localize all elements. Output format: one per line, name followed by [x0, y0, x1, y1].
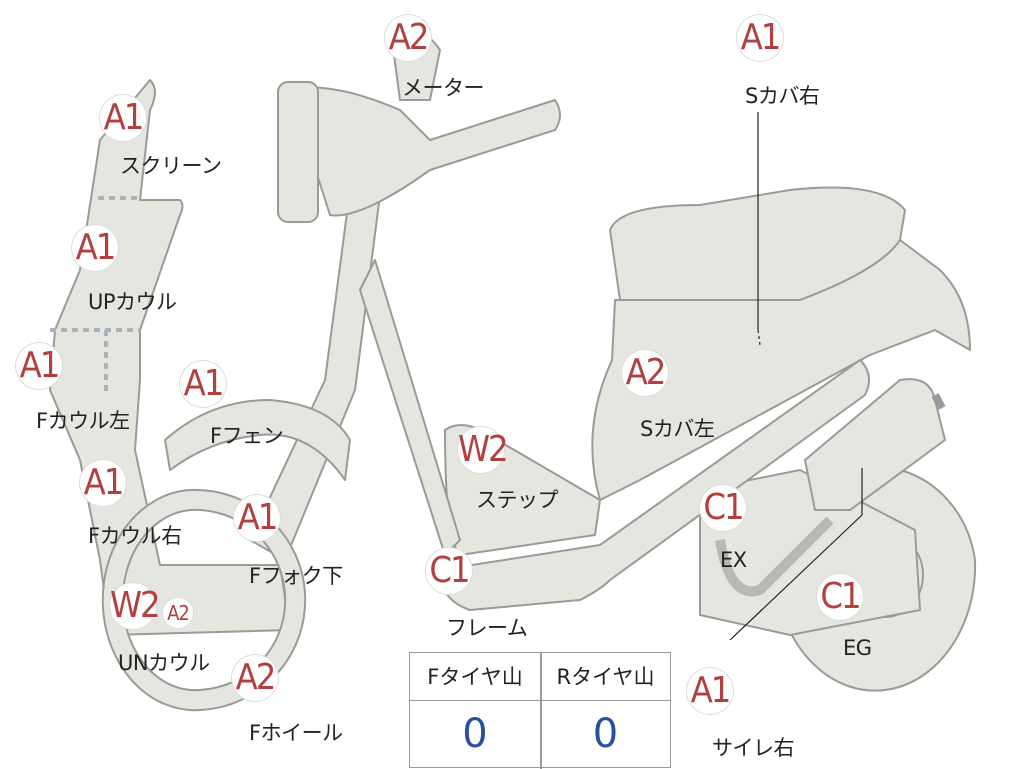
- front-tire-value: 0: [462, 711, 488, 757]
- scover-left-label: Sカバ左: [640, 417, 715, 441]
- ex-grade-badge: C1: [700, 485, 746, 531]
- ffork-label: Fフォク下: [249, 564, 343, 588]
- scover-right-grade-badge: A1: [737, 15, 783, 61]
- tire-tread-table: Fタイヤ山 Rタイヤ山 0 0: [409, 652, 671, 769]
- frame-label: フレーム: [446, 616, 528, 640]
- scover-left-grade-badge: A2: [622, 350, 668, 396]
- frame-bar: [439, 359, 870, 611]
- step-label: ステップ: [476, 488, 559, 512]
- muffler-right-grade-badge: A1: [687, 668, 733, 714]
- table-divider: [540, 653, 542, 769]
- fwheel-label: Fホイール: [249, 721, 343, 745]
- fcowl-left-grade-badge: A1: [16, 343, 62, 389]
- ffender-label: Fフェン: [210, 424, 284, 448]
- uncowl-grade-badge-a2: A2: [163, 598, 193, 628]
- rear-tire-header: Rタイヤ山: [541, 653, 670, 701]
- fcowl-right-label: Fカウル右: [88, 524, 182, 548]
- meter-label: メーター: [402, 76, 485, 100]
- fcowl-left-label: Fカウル左: [36, 409, 130, 433]
- rear-tire-value: 0: [592, 711, 619, 757]
- uncowl-grade-badge-w2: W2: [110, 583, 161, 629]
- ffork-grade-badge: A1: [234, 495, 280, 541]
- fcowl-right-grade-badge: A1: [80, 460, 126, 506]
- scover-right-label: Sカバ右: [745, 84, 820, 108]
- grip: [277, 81, 319, 223]
- upcowl-label: UPカウル: [88, 290, 177, 314]
- ex-label: EX: [720, 548, 747, 572]
- step-grade-badge: W2: [458, 427, 509, 473]
- down-tube: [359, 259, 461, 556]
- rear-cowl: [591, 239, 971, 501]
- frame-grade-badge: C1: [426, 548, 472, 594]
- eg-grade-badge: C1: [817, 574, 863, 620]
- handlebar: [289, 86, 561, 217]
- upcowl-grade-badge: A1: [72, 225, 118, 271]
- muffler: [804, 378, 946, 511]
- front-fender: [164, 399, 351, 481]
- screen-grade-badge: A1: [100, 95, 146, 141]
- ffender-grade-badge: A1: [180, 361, 226, 407]
- muffler-right-label: サイレ右: [712, 736, 795, 760]
- front-tire-header: Fタイヤ山: [410, 653, 540, 701]
- eg-label: EG: [843, 636, 872, 660]
- exhaust-pipe: [715, 516, 834, 597]
- fwheel-grade-badge: A2: [232, 655, 278, 701]
- screen-label: スクリーン: [120, 154, 222, 178]
- meter-grade-badge: A2: [385, 15, 431, 61]
- uncowl-label: UNカウル: [118, 651, 210, 675]
